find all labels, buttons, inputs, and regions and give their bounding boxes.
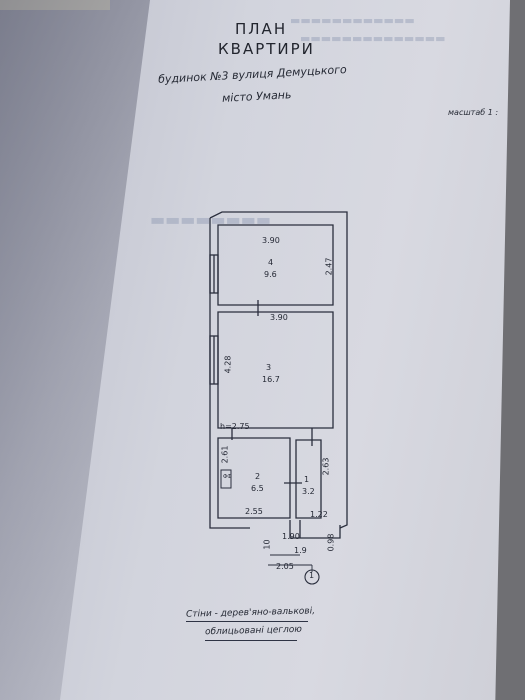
stove-icon bbox=[220, 469, 232, 489]
room4-number: 4 bbox=[268, 258, 274, 267]
porch-right-label: 0.98 bbox=[326, 533, 336, 552]
footnote-underline bbox=[205, 640, 297, 641]
room3-number: 3 bbox=[266, 363, 272, 372]
porch-width-label: 1.90 bbox=[282, 532, 300, 541]
stove-label: ФФ bbox=[223, 474, 232, 480]
room1-width-label: 1.22 bbox=[310, 510, 328, 519]
plan-title: ПЛАН bbox=[235, 20, 288, 38]
scale-label: масштаб 1 : bbox=[448, 108, 499, 117]
porch-left-label: 10 bbox=[262, 539, 272, 550]
room1-depth-label: 2.63 bbox=[321, 457, 331, 476]
room4-width-label: 3.90 bbox=[262, 236, 280, 245]
porch-outer-label: 2.05 bbox=[276, 562, 294, 571]
outer-wall bbox=[209, 211, 348, 529]
room2-area: 6.5 bbox=[251, 484, 264, 493]
porch-inner-label: 1.9 bbox=[294, 546, 307, 555]
room-1-outline bbox=[295, 439, 322, 519]
room4-area: 9.6 bbox=[264, 270, 277, 279]
plan-marker-number: 1 bbox=[309, 571, 315, 580]
room-3-outline bbox=[217, 311, 334, 429]
footnote-underline bbox=[186, 621, 308, 622]
room3-depth-label: 4.28 bbox=[223, 355, 233, 374]
room1-area: 3.2 bbox=[302, 487, 315, 496]
plan-subtitle: КВАРТИРИ bbox=[218, 40, 315, 58]
room3-width-label: 3.90 bbox=[270, 313, 288, 322]
room2-depth-label: 2.61 bbox=[220, 445, 230, 464]
outer-wall-left bbox=[209, 218, 250, 529]
room2-width-label: 2.55 bbox=[245, 507, 263, 516]
plan-marker-icon bbox=[304, 569, 320, 585]
room1-number: 1 bbox=[304, 475, 310, 484]
bleed-through-text: ▬▬▬▬▬▬▬▬▬▬▬▬ bbox=[290, 14, 415, 27]
ceiling-height-label: h=2.75 bbox=[220, 422, 250, 431]
bleed-through-text: ▬▬▬▬▬▬▬▬▬▬▬▬▬▬ bbox=[300, 32, 446, 45]
room4-depth-label: 2.47 bbox=[324, 257, 334, 276]
porch bbox=[289, 520, 341, 539]
room-2-outline bbox=[217, 437, 291, 519]
room3-area: 16.7 bbox=[262, 375, 280, 384]
room2-number: 2 bbox=[255, 472, 261, 481]
